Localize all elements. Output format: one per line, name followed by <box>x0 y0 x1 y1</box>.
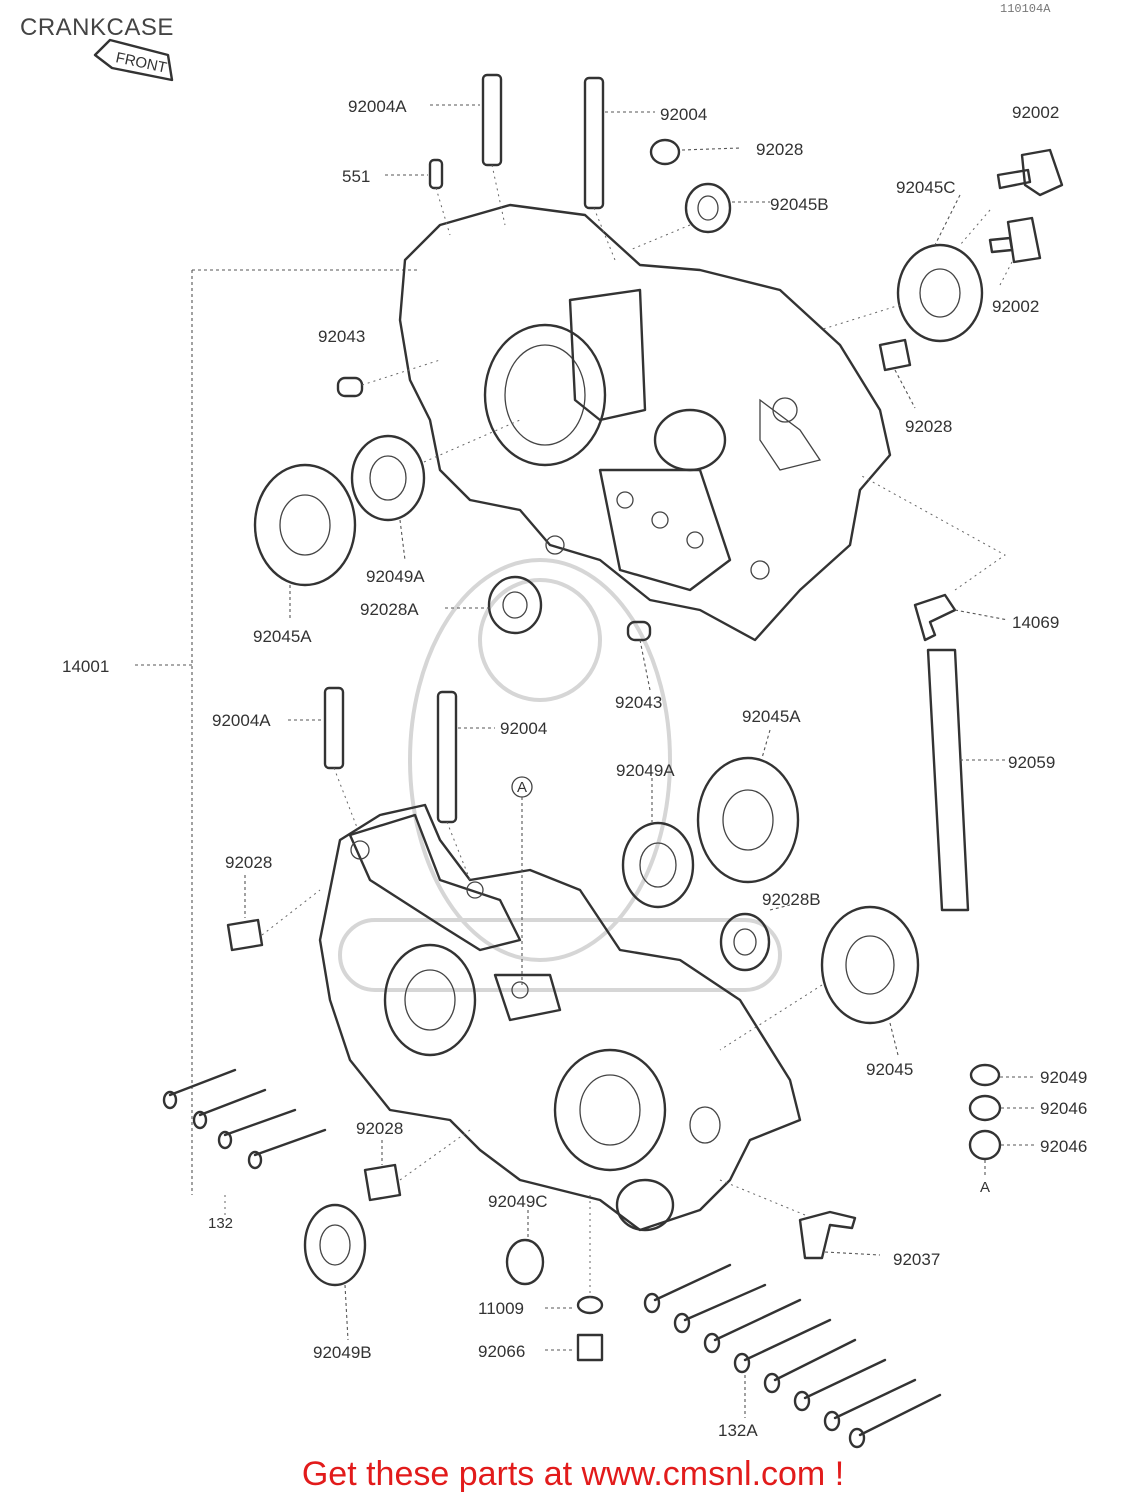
fitting-14069 <box>859 474 1009 642</box>
bearing-92045 <box>719 905 920 1056</box>
label-92002-top: 92002 <box>1012 103 1059 122</box>
label-92045C: 92045C <box>896 178 956 197</box>
bushing-92028A <box>445 575 543 635</box>
label-92037: 92037 <box>893 1250 940 1269</box>
drain-plug-92066 <box>545 1333 604 1362</box>
label-14001: 14001 <box>62 657 109 676</box>
dowel-92043-top <box>336 359 441 398</box>
bearing-92045B <box>629 182 770 251</box>
label-92004A-lower: 92004A <box>212 711 271 730</box>
bolt-set-132A <box>643 1263 942 1449</box>
label-92045A-lower: 92045A <box>742 707 801 726</box>
label-92059: 92059 <box>1008 753 1055 772</box>
leader-14001 <box>135 269 420 1195</box>
front-direction-marker: FRONT <box>93 38 174 82</box>
label-92049C: 92049C <box>488 1192 548 1211</box>
label-92028-top: 92028 <box>756 140 803 159</box>
part-92046-a <box>968 1094 1035 1122</box>
bolt-set-132 <box>162 1068 327 1215</box>
bearing-92045A-upper <box>253 463 357 620</box>
label-92004-lower: 92004 <box>500 719 547 738</box>
gasket-11009 <box>545 1195 604 1315</box>
lower-crankcase-half <box>318 803 802 1232</box>
bearing-92045A-lower <box>696 729 800 884</box>
label-11009: 11009 <box>478 1299 524 1318</box>
label-92028B: 92028B <box>762 890 821 909</box>
page-title: CRANKCASE <box>20 14 174 41</box>
dowel-92043-mid <box>626 620 652 691</box>
bearing-92045C <box>819 194 984 343</box>
label-92004A-upper: 92004A <box>348 97 407 116</box>
dowel-551 <box>385 158 451 236</box>
seal-92049B <box>303 1203 367 1341</box>
hose-92059 <box>926 648 1005 912</box>
plug-92028-bottom <box>363 1129 471 1202</box>
label-92004-upper: 92004 <box>660 105 707 124</box>
stud-92004-upper <box>583 76 655 261</box>
footer-promo-link[interactable]: Get these parts at www.cmsnl.com ! <box>301 1455 845 1493</box>
bearing-92049A-lower <box>621 778 695 909</box>
upper-crankcase-half <box>398 203 892 642</box>
label-marker-A-lower: A <box>980 1179 990 1196</box>
label-92045A-upper: 92045A <box>253 627 312 646</box>
label-92066: 92066 <box>478 1342 525 1361</box>
bushing-92028B <box>719 904 791 972</box>
label-92049A-upper: 92049A <box>366 567 425 586</box>
label-92045: 92045 <box>866 1060 913 1079</box>
label-92046-a: 92046 <box>1040 1099 1087 1118</box>
plug-92028-top <box>649 138 741 166</box>
label-92046-b: 92046 <box>1040 1137 1087 1156</box>
label-92028-bottom: 92028 <box>356 1119 403 1138</box>
label-92028-left: 92028 <box>225 853 272 872</box>
label-marker-A-upper: A <box>517 779 527 796</box>
plug-92028-right <box>878 338 916 409</box>
label-92049: 92049 <box>1040 1068 1087 1087</box>
marker-A-upper <box>511 776 533 985</box>
label-92043-mid: 92043 <box>615 693 662 712</box>
label-92045B: 92045B <box>770 195 829 214</box>
watermark-logo <box>338 558 782 992</box>
plug-92028-left <box>226 875 321 952</box>
document-reference: 110104A <box>1000 2 1051 16</box>
bracket-92037 <box>719 1179 881 1260</box>
stud-92004A-upper <box>430 73 506 226</box>
label-92028-right: 92028 <box>905 417 952 436</box>
label-92049B: 92049B <box>313 1343 372 1362</box>
label-14069: 14069 <box>1012 613 1059 632</box>
label-92002-mid: 92002 <box>992 297 1039 316</box>
label-92049A-lower: 92049A <box>616 761 675 780</box>
label-92043-top: 92043 <box>318 327 365 346</box>
bolt-92002-mid <box>959 209 1042 286</box>
stud-92004-lower <box>436 690 495 881</box>
label-92028A: 92028A <box>360 600 419 619</box>
label-132A: 132A <box>718 1421 758 1440</box>
seal-92049C <box>505 1210 545 1286</box>
bearing-92049A-upper <box>350 419 521 561</box>
part-92049 <box>969 1063 1035 1087</box>
part-92046-b <box>968 1129 1035 1178</box>
bolt-92002-top <box>996 148 1064 197</box>
label-551: 551 <box>342 167 370 186</box>
stud-92004A-lower <box>288 686 359 831</box>
part-number-labels: 92004A 92004 92002 92028 551 92045B 9204… <box>62 97 1087 1440</box>
label-132: 132 <box>208 1215 233 1232</box>
